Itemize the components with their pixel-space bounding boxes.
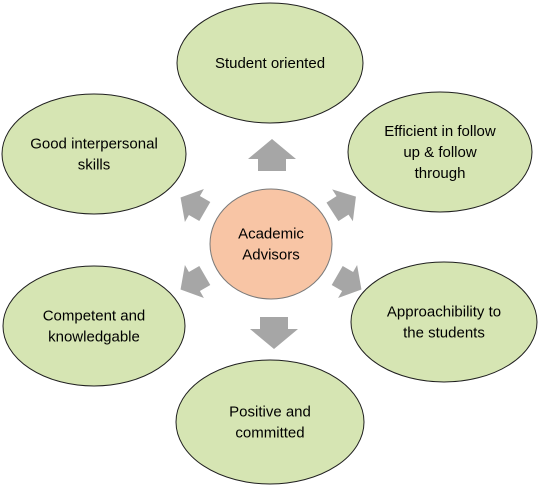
label-line: knowledgable — [48, 329, 140, 346]
arrow-to-positive-committed — [250, 317, 298, 349]
label-line: Positive and — [229, 404, 311, 421]
label-line: up & follow — [403, 144, 477, 161]
label-line: the students — [403, 325, 485, 342]
arrow-to-good-interpersonal — [180, 189, 211, 222]
arrow-to-competent-knowledgable — [180, 265, 211, 298]
node-efficient-follow-up: Efficient in follow up & follow through — [347, 91, 533, 213]
node-positive-committed: Positive and committed — [175, 359, 365, 485]
label-line: Student oriented — [215, 55, 325, 72]
node-label: Good interpersonal skills — [30, 136, 158, 174]
node-approachability: Approachibility to the students — [350, 261, 538, 383]
label-line: Academic — [238, 226, 304, 243]
node-label: Positive and committed — [229, 404, 311, 442]
node-label: Efficient in follow up & follow through — [384, 123, 496, 182]
arrow-to-efficient-follow-up — [326, 189, 356, 222]
arrow-to-approachability — [331, 265, 362, 298]
label-line: Competent and — [43, 308, 146, 325]
arrow-to-student-oriented — [248, 139, 296, 171]
label-line: skills — [78, 157, 111, 174]
label-line: Good interpersonal — [30, 136, 158, 153]
label-line: Approachibility to — [387, 304, 501, 321]
node-label: Approachibility to the students — [387, 304, 501, 342]
label-line: through — [415, 165, 466, 182]
node-good-interpersonal: Good interpersonal skills — [1, 93, 187, 215]
label-line: Advisors — [242, 247, 300, 264]
node-student-oriented: Student oriented — [176, 2, 364, 124]
node-label: Competent and knowledgable — [43, 308, 146, 346]
node-label: Student oriented — [215, 55, 325, 72]
node-competent-knowledgable: Competent and knowledgable — [2, 265, 186, 387]
label-line: committed — [235, 425, 304, 442]
label-line: Efficient in follow — [384, 123, 496, 140]
